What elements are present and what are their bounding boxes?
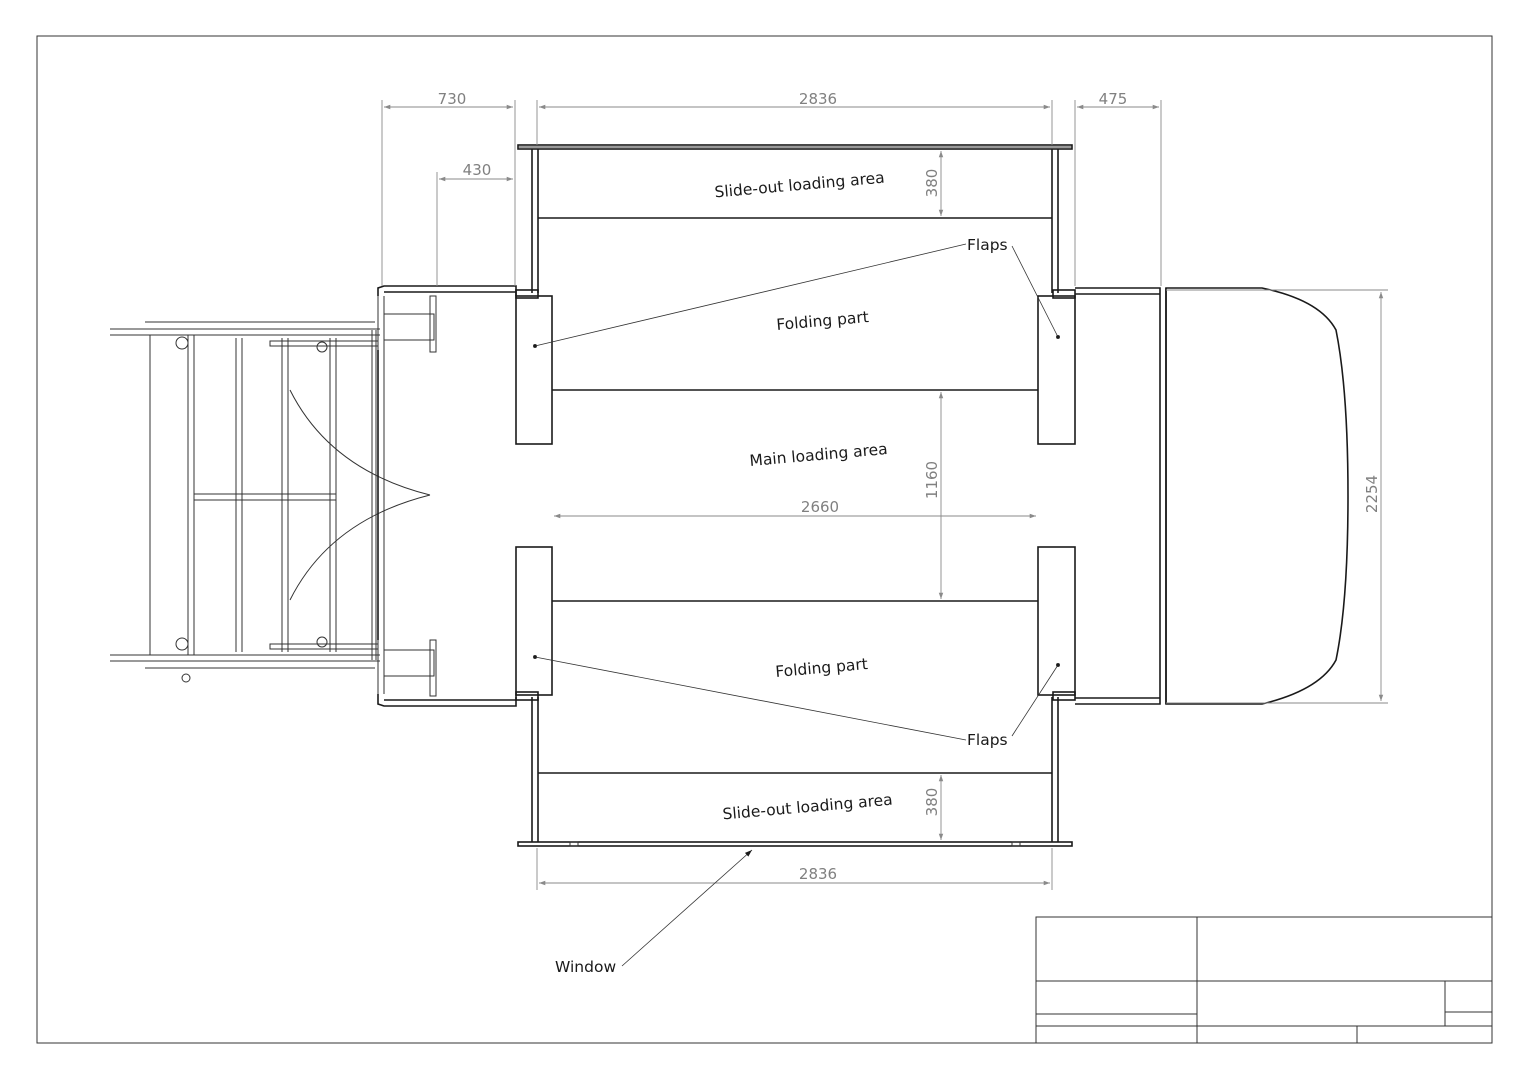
leader-lines <box>533 243 1061 967</box>
flap-bottom-right <box>1037 546 1076 696</box>
vehicle-body <box>377 285 1167 707</box>
dim-380-top: 380 <box>923 169 941 198</box>
label-slide-out-bottom: Slide-out loading area <box>722 791 894 824</box>
dim-2836-top: 2836 <box>799 90 837 108</box>
slide-out-area-top <box>515 144 1076 299</box>
label-main-loading-area: Main loading area <box>749 440 889 470</box>
flap-bottom-left <box>515 546 553 696</box>
flap-top-left <box>515 295 553 445</box>
dim-475: 475 <box>1099 90 1128 108</box>
flap-top-right <box>1037 295 1076 445</box>
dim-1160: 1160 <box>923 461 941 499</box>
cab-section <box>1165 287 1349 705</box>
label-flaps-top: Flaps <box>967 236 1008 254</box>
label-folding-part-bottom: Folding part <box>775 655 869 681</box>
label-flaps-bottom: Flaps <box>967 731 1008 749</box>
dim-430: 430 <box>463 161 492 179</box>
dimension-lines <box>381 100 1388 890</box>
dim-2254: 2254 <box>1363 475 1381 513</box>
label-window: Window <box>555 958 616 976</box>
title-block <box>1035 916 1493 1044</box>
dim-2836-bottom: 2836 <box>799 865 837 883</box>
sheet-border <box>36 35 1493 1044</box>
dim-380-bottom: 380 <box>923 788 941 817</box>
label-slide-out-top: Slide-out loading area <box>714 169 886 202</box>
dim-730: 730 <box>438 90 467 108</box>
label-folding-part-top: Folding part <box>776 308 870 334</box>
rear-ramp <box>110 295 437 697</box>
slide-out-area-bottom <box>515 691 1076 847</box>
dim-2660: 2660 <box>801 498 839 516</box>
